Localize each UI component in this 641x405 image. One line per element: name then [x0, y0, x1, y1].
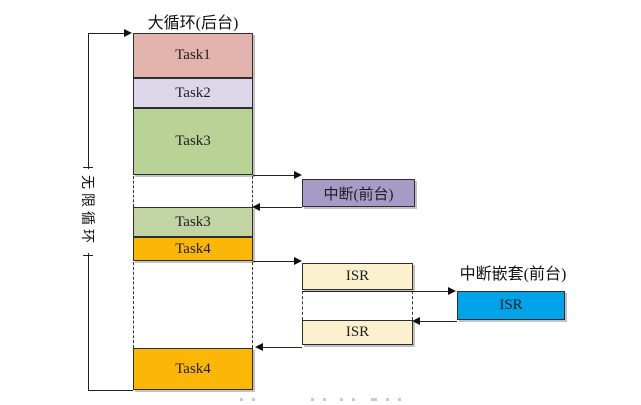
- arrow-task4-to-isr: [253, 261, 295, 262]
- arrowhead-interrupt-return-icon: [252, 203, 260, 211]
- stack-gap1-right-dashed: [252, 176, 253, 207]
- arrow-task3-to-interrupt: [253, 175, 295, 176]
- arrowhead-isr-to-nested-icon: [448, 287, 456, 295]
- task3-label: Task3: [175, 133, 211, 149]
- task3-resumed-block: Task3: [133, 207, 253, 237]
- loop-tick-bottom: [83, 255, 93, 256]
- arrow-nested-return: [420, 321, 457, 322]
- task2-label: Task2: [175, 84, 211, 101]
- loop-line-top: [88, 33, 125, 34]
- infinite-loop-label: 无限循环: [77, 169, 99, 253]
- caption-remnant: [240, 398, 410, 405]
- background-loop-title: 大循环(后台): [147, 15, 239, 32]
- arrowhead-isr-return-icon: [255, 343, 263, 351]
- arrowhead-task3-to-interrupt-icon: [294, 171, 302, 179]
- task2-block: Task2: [133, 78, 253, 108]
- isr-first-box: ISR: [302, 263, 413, 290]
- task1-label: Task1: [175, 47, 211, 63]
- interrupt-label: 中断(前台): [323, 186, 394, 203]
- loop-arrowhead-icon: [124, 29, 132, 37]
- interrupt-box: 中断(前台): [302, 179, 415, 207]
- task4-resumed-block: Task4: [133, 348, 253, 390]
- isr-nested-label: ISR: [499, 297, 523, 313]
- stack-gap2-left-dashed: [133, 262, 134, 348]
- arrow-isr-to-nested: [302, 291, 449, 292]
- stack-gap1-left-dashed: [133, 176, 134, 207]
- nested-interrupt-title: 中断嵌套(前台): [459, 266, 567, 283]
- task3-block: Task3: [133, 108, 253, 175]
- arrowhead-task4-to-isr-icon: [294, 257, 302, 265]
- isr-gap-left-dashed: [302, 291, 303, 320]
- task1-block: Task1: [133, 33, 253, 78]
- isr-resumed-label: ISR: [345, 324, 370, 340]
- arrowhead-nested-return-icon: [412, 317, 420, 325]
- loop-line-bottom: [88, 390, 133, 391]
- isr-first-label: ISR: [345, 268, 370, 284]
- stack-gap2-right-dashed: [252, 262, 253, 348]
- arrow-interrupt-return: [259, 207, 302, 208]
- task3-resumed-label: Task3: [175, 213, 211, 230]
- task4-resumed-label: Task4: [175, 360, 211, 377]
- loop-tick-top: [83, 167, 93, 168]
- task4-label: Task4: [175, 240, 211, 257]
- isr-resumed-box: ISR: [302, 320, 413, 345]
- arrow-isr-return: [262, 347, 302, 348]
- isr-nested-box: ISR: [457, 291, 565, 320]
- task4-block: Task4: [133, 237, 253, 261]
- isr-gap-right-dashed: [412, 291, 413, 320]
